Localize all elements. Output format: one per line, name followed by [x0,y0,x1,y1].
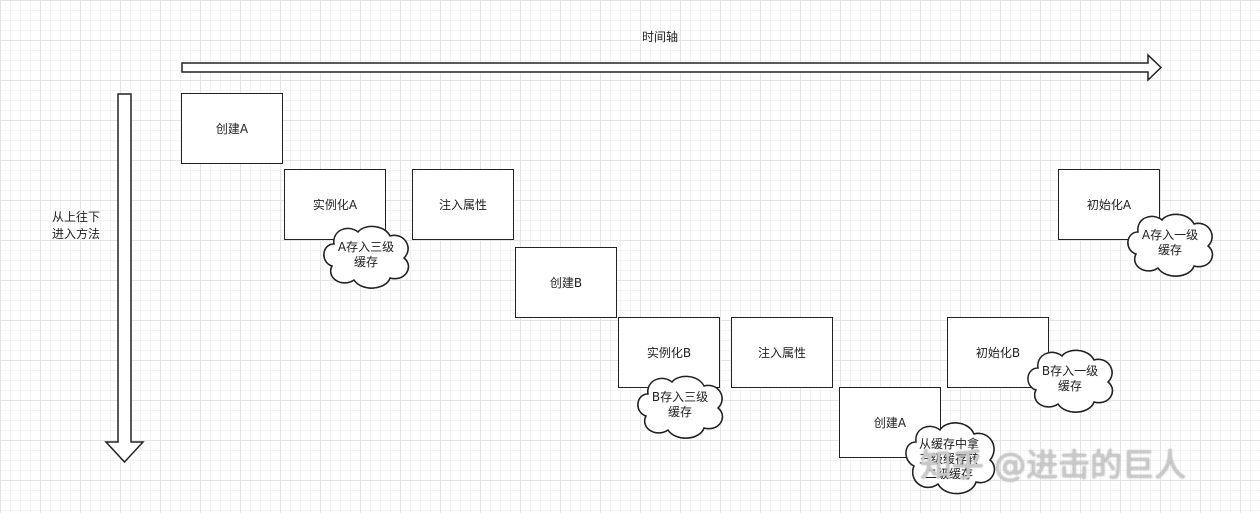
timeline-arrow [181,53,1163,82]
box-inject-props-b: 注入属性 [731,317,833,388]
box-instantiate-b: 实例化B [618,317,720,388]
cloud-a-level1-label: A存入一级 缓存 [1141,228,1199,257]
timeline-label: 时间轴 [641,30,678,44]
cloud-cache-move-shape [905,422,996,495]
cloud-b-level1-shape [1027,349,1114,413]
cloud-b-level3-shape [637,375,724,439]
box-create-a: 创建A [181,93,283,164]
box-init-b: 初始化B [947,317,1049,388]
vertical-arrow [104,93,145,464]
cloud-cache-move-label: 从缓存中拿 三级缓存转 二级缓存 [918,436,979,481]
cloud-a-level3-shape [323,225,410,289]
cloud-b-level3-label: B存入三级 缓存 [651,390,709,419]
vertical-label: 从上往下 进入方法 [51,210,100,241]
cloud-b-level1-label: B存入一级 缓存 [1041,364,1099,393]
box-inject-props-a: 注入属性 [412,169,514,240]
cloud-a-level3-label: A存入三级 缓存 [337,240,395,269]
box-instantiate-a: 实例化A [284,169,386,240]
watermark: 知乎 @进击的巨人 [920,446,1187,484]
box-create-b: 创建B [515,247,617,318]
cloud-a-level1-shape [1127,213,1214,277]
